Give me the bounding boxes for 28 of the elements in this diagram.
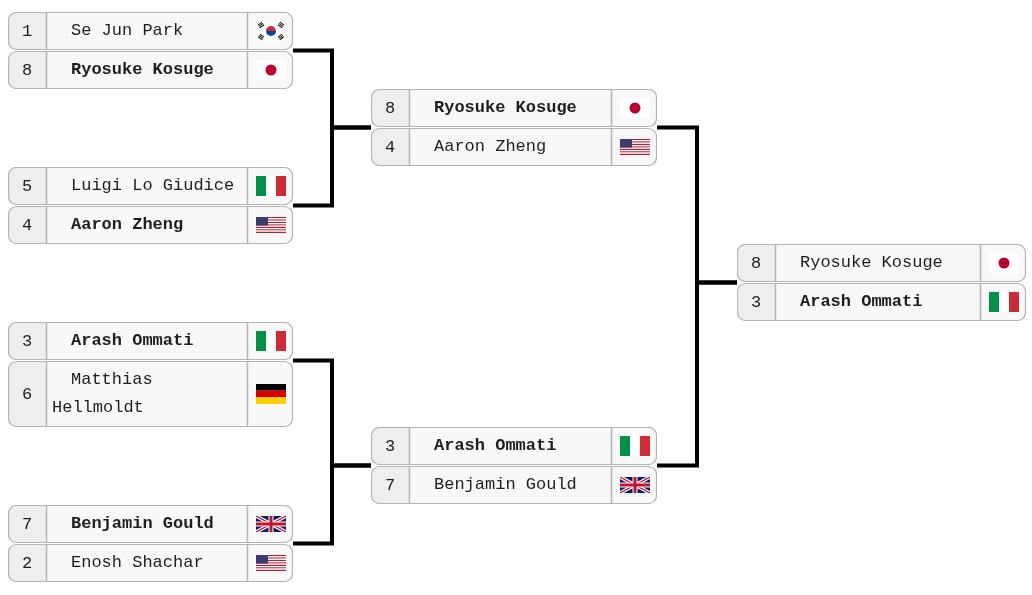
player-name: Aaron Zheng [70, 214, 184, 236]
player-name: Arash Ommati [799, 291, 923, 313]
seed-number: 7 [384, 475, 396, 495]
player-name: Ryosuke Kosuge [433, 97, 577, 119]
seed-number: 7 [21, 514, 33, 534]
seed-number: 6 [21, 384, 33, 404]
seed-number: 2 [21, 553, 33, 573]
seed-number: 1 [21, 21, 33, 41]
player-name: Arash Ommati [70, 330, 194, 352]
player-name: Matthias Hellmoldt [52, 369, 154, 419]
seed-number: 4 [21, 215, 33, 235]
seed-number: 8 [384, 98, 396, 118]
player-name: Arash Ommati [433, 435, 557, 457]
seed-number: 5 [21, 176, 33, 196]
seed-number: 3 [750, 292, 762, 312]
player-name: Benjamin Gould [70, 513, 214, 535]
seed-number: 8 [21, 60, 33, 80]
player-name: Enosh Shachar [70, 552, 204, 574]
seed-number: 8 [750, 253, 762, 273]
seed-number: 4 [384, 137, 396, 157]
player-name: Luigi Lo Giudice [70, 175, 235, 197]
seed-number: 3 [384, 436, 396, 456]
player-name: Benjamin Gould [433, 474, 577, 496]
player-name: Ryosuke Kosuge [799, 252, 943, 274]
player-name: Ryosuke Kosuge [70, 59, 214, 81]
player-name: Aaron Zheng [433, 136, 547, 158]
player-name: Se Jun Park [70, 20, 184, 42]
seed-number: 3 [21, 331, 33, 351]
